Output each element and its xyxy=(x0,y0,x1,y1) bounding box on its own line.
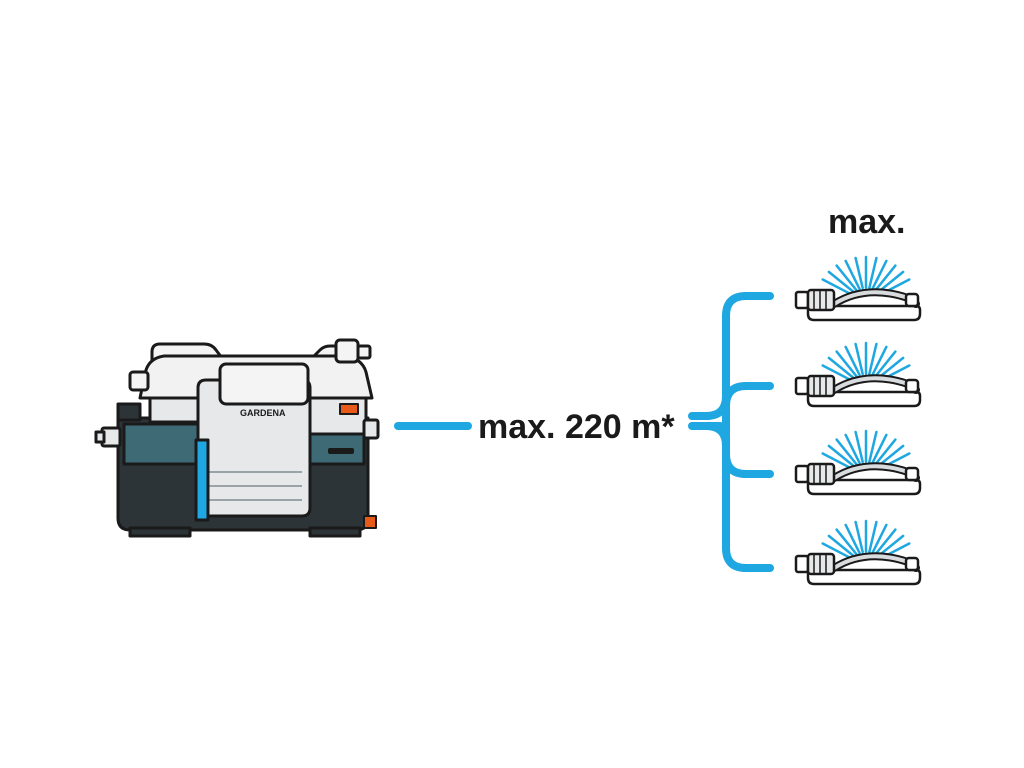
garden-pump-icon xyxy=(94,338,380,538)
sprinklers-label: max. xyxy=(828,203,906,241)
sprinkler-icon xyxy=(794,519,922,586)
distribution-bracket xyxy=(688,292,774,572)
pump-brand-label: GARDENA xyxy=(240,408,286,418)
sprinkler-icon xyxy=(794,255,922,322)
distance-label: max. 220 m* xyxy=(478,408,675,446)
sprinkler-icon xyxy=(794,429,922,496)
water-spray xyxy=(821,341,911,383)
sprinkler-group xyxy=(794,255,922,586)
sprinkler-icon xyxy=(794,341,922,408)
